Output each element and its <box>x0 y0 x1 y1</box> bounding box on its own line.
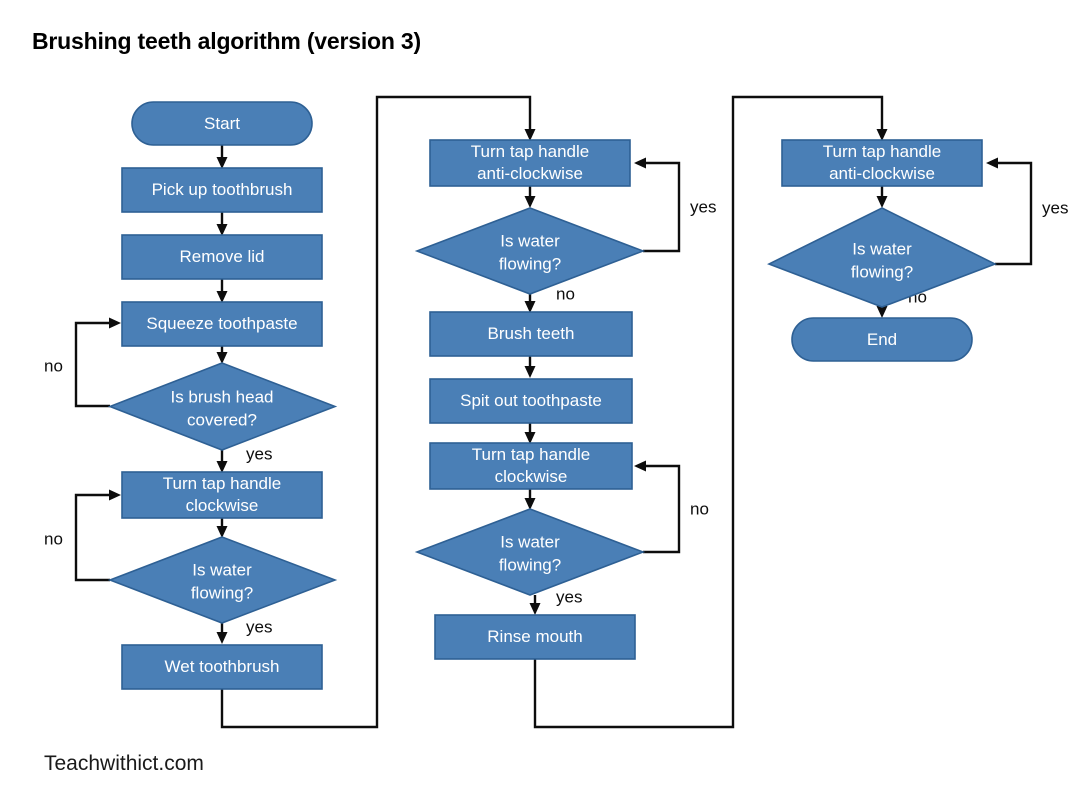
is-water-flowing-4-label-line1: Is water <box>852 239 912 258</box>
squeeze-toothpaste-label: Squeeze toothpaste <box>146 314 297 333</box>
edge-water2-yes-loop <box>634 157 681 253</box>
edge-brushteeth-to-spit <box>524 356 536 378</box>
turn-tap-handle-anti-clockwise-1-label-line2: anti-clockwise <box>477 164 583 183</box>
is-water-flowing-1-shape <box>107 536 338 624</box>
edge-label-water2-no: no <box>556 284 575 303</box>
is-water-flowing-3-shape <box>414 508 646 596</box>
wet-toothbrush-shape <box>121 644 323 690</box>
edge-label-brushhead-no: no <box>44 356 63 375</box>
pick-up-toothbrush-shape <box>121 167 323 213</box>
edge-spit-to-tapclockwise2 <box>524 423 536 444</box>
is-water-flowing-2-label-line2: flowing? <box>499 254 561 273</box>
turn-tap-handle-clockwise-1-label-line2: clockwise <box>186 496 259 515</box>
is-water-flowing-2-label-line1: Is water <box>500 231 560 250</box>
spit-out-toothpaste-shape <box>429 378 633 424</box>
end-label: End <box>867 330 897 349</box>
edge-tapclockwise1-to-water1 <box>216 518 228 538</box>
edge-squeeze-to-brushheadcheck <box>216 346 228 364</box>
turn-tap-handle-anti-clockwise-1-shape <box>429 139 631 187</box>
edge-removelid-to-squeeze <box>216 279 228 303</box>
edge-brushhead-yes <box>216 450 228 473</box>
page-title: Brushing teeth algorithm (version 3) <box>32 28 421 54</box>
edge-water1-no-loop <box>74 489 121 582</box>
rinse-mouth-label: Rinse mouth <box>487 627 582 646</box>
edge-water3-no-loop <box>634 460 681 554</box>
edge-layer <box>74 95 1033 729</box>
node-turn-tap-handle-clockwise-2[interactable]: Turn tap handle clockwise <box>429 442 633 490</box>
is-water-flowing-2-shape <box>414 207 646 295</box>
edge-wettoothbrush-to-column2 <box>220 95 536 729</box>
node-rinse-mouth[interactable]: Rinse mouth <box>434 614 636 660</box>
node-turn-tap-handle-anti-clockwise-1[interactable]: Turn tap handle anti-clockwise <box>429 139 631 187</box>
is-water-flowing-4-label-line2: flowing? <box>851 262 913 281</box>
is-water-flowing-1-label-line2: flowing? <box>191 583 253 602</box>
turn-tap-handle-clockwise-2-label-line1: Turn tap handle <box>472 445 590 464</box>
edge-water1-yes <box>216 623 228 644</box>
turn-tap-handle-clockwise-1-label-line1: Turn tap handle <box>163 474 281 493</box>
edge-tapclockwise2-to-water3 <box>524 489 536 510</box>
node-is-water-flowing-1[interactable]: Is water flowing? <box>107 536 338 624</box>
edge-brushhead-no-loop <box>74 317 121 408</box>
turn-tap-handle-anti-clockwise-2-label-line2: anti-clockwise <box>829 164 935 183</box>
node-remove-lid[interactable]: Remove lid <box>121 234 323 280</box>
edge-label-water1-no: no <box>44 529 63 548</box>
node-is-water-flowing-4[interactable]: Is water flowing? <box>767 207 997 308</box>
node-squeeze-toothpaste[interactable]: Squeeze toothpaste <box>121 301 323 347</box>
node-end[interactable]: End <box>791 317 973 362</box>
edge-tapanti2-to-water4 <box>876 186 888 208</box>
is-brush-head-covered-label-line2: covered? <box>187 410 257 429</box>
edge-label-water3-yes: yes <box>556 587 582 606</box>
rinse-mouth-shape <box>434 614 636 660</box>
node-spit-out-toothpaste[interactable]: Spit out toothpaste <box>429 378 633 424</box>
node-wet-toothbrush[interactable]: Wet toothbrush <box>121 644 323 690</box>
turn-tap-handle-anti-clockwise-1-label-line1: Turn tap handle <box>471 142 589 161</box>
node-start[interactable]: Start <box>131 101 313 146</box>
is-water-flowing-4-shape <box>767 207 997 308</box>
edge-water4-yes-loop <box>986 157 1033 266</box>
edge-label-water2-yes: yes <box>690 197 716 216</box>
spit-out-toothpaste-label: Spit out toothpaste <box>460 391 602 410</box>
is-brush-head-covered-label-line1: Is brush head <box>170 387 273 406</box>
edge-tapanti1-to-water2 <box>524 186 536 208</box>
edge-start-to-pickup <box>216 145 228 169</box>
edge-water2-no <box>524 294 536 313</box>
node-brush-teeth[interactable]: Brush teeth <box>429 311 633 357</box>
edge-rinsemouth-to-column3 <box>533 95 888 729</box>
footer-credit: Teachwithict.com <box>44 752 204 775</box>
edge-label-water4-yes: yes <box>1042 198 1068 217</box>
edge-label-layer: no yes no yes yes no no yes yes no <box>44 197 1068 636</box>
remove-lid-shape <box>121 234 323 280</box>
edge-label-brushhead-yes: yes <box>246 444 272 463</box>
brush-teeth-shape <box>429 311 633 357</box>
turn-tap-handle-clockwise-2-label-line2: clockwise <box>495 467 568 486</box>
turn-tap-handle-anti-clockwise-2-label-line1: Turn tap handle <box>823 142 941 161</box>
is-water-flowing-3-label-line1: Is water <box>500 532 560 551</box>
is-water-flowing-3-label-line2: flowing? <box>499 555 561 574</box>
squeeze-toothpaste-shape <box>121 301 323 347</box>
node-is-water-flowing-2[interactable]: Is water flowing? <box>414 207 646 295</box>
node-turn-tap-handle-clockwise-1[interactable]: Turn tap handle clockwise <box>121 471 323 519</box>
edge-label-water1-yes: yes <box>246 617 272 636</box>
turn-tap-handle-clockwise-1-shape <box>121 471 323 519</box>
node-pick-up-toothbrush[interactable]: Pick up toothbrush <box>121 167 323 213</box>
node-turn-tap-handle-anti-clockwise-2[interactable]: Turn tap handle anti-clockwise <box>781 139 983 187</box>
start-label: Start <box>204 114 240 133</box>
pick-up-toothbrush-label: Pick up toothbrush <box>152 180 293 199</box>
is-brush-head-covered-shape <box>107 362 338 451</box>
is-water-flowing-1-label-line1: Is water <box>192 560 252 579</box>
remove-lid-label: Remove lid <box>179 247 264 266</box>
end-terminator-shape <box>791 317 973 362</box>
turn-tap-handle-anti-clockwise-2-shape <box>781 139 983 187</box>
edge-water3-yes <box>529 595 541 615</box>
node-is-brush-head-covered[interactable]: Is brush head covered? <box>107 362 338 451</box>
edge-label-water3-no: no <box>690 499 709 518</box>
node-is-water-flowing-3[interactable]: Is water flowing? <box>414 508 646 596</box>
turn-tap-handle-clockwise-2-shape <box>429 442 633 490</box>
edge-pickup-to-removelid <box>216 212 228 236</box>
brush-teeth-label: Brush teeth <box>488 324 575 343</box>
wet-toothbrush-label: Wet toothbrush <box>165 657 280 676</box>
start-terminator-shape <box>131 101 313 146</box>
